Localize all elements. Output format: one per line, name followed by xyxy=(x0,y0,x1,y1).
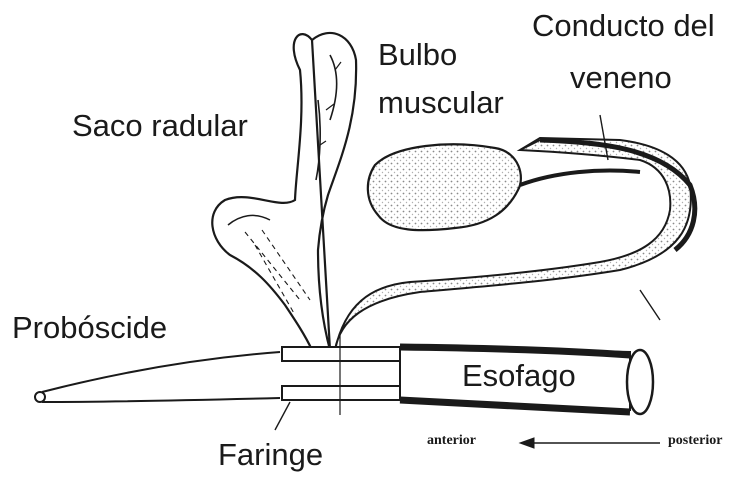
label-proboscide: Probóscide xyxy=(12,310,167,346)
label-anterior: anterior xyxy=(427,433,476,449)
label-muscular: muscular xyxy=(378,85,504,121)
label-conducto: Conducto del xyxy=(532,8,715,44)
label-bulbo: Bulbo xyxy=(378,37,457,73)
label-faringe: Faringe xyxy=(218,437,323,473)
label-posterior: posterior xyxy=(668,433,722,449)
radular-sac xyxy=(212,33,356,350)
label-veneno: veneno xyxy=(570,60,672,96)
pharynx xyxy=(275,335,400,430)
label-saco-radular: Saco radular xyxy=(72,108,248,144)
direction-arrow xyxy=(520,438,660,448)
label-esofago: Esofago xyxy=(462,358,576,394)
venom-duct xyxy=(335,115,695,350)
proboscis xyxy=(35,352,280,402)
muscular-bulb xyxy=(368,144,521,230)
